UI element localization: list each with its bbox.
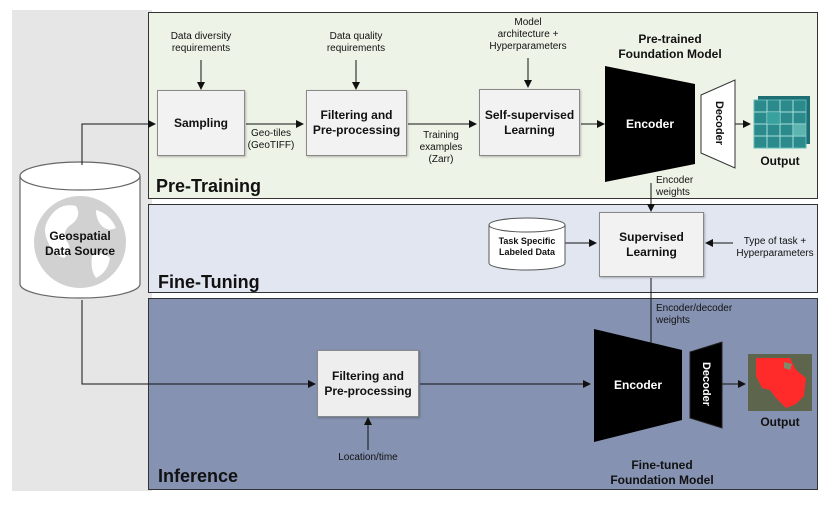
inference-output-image xyxy=(748,354,812,411)
encdec-weights-label: Encoder/decoder weights xyxy=(656,303,733,326)
training-examples-label: Training examples (Zarr) xyxy=(419,130,463,165)
finetuned-decoder-label: Decoder xyxy=(700,361,712,407)
ssl-box: Self-supervised Learning xyxy=(479,89,580,156)
sampling-box: Sampling xyxy=(157,90,245,156)
finetuning-title: Fine-Tuning xyxy=(158,272,260,292)
geospatial-data-source-label: Geospatial Data Source xyxy=(44,229,116,258)
location-time-label: Location/time xyxy=(338,452,398,463)
inference-output-label: Output xyxy=(760,415,800,429)
inference-title: Inference xyxy=(158,466,239,486)
pretrained-decoder-label: Decoder xyxy=(713,100,725,146)
arrow-source-to-inference-filtering xyxy=(81,300,316,388)
model-architecture-label: Model architecture + Hyperparameters xyxy=(489,17,567,52)
finetuned-model-title: Fine-tuned Foundation Model xyxy=(610,458,714,487)
labeled-data-cylinder xyxy=(488,217,566,271)
pretrained-encoder-shape xyxy=(605,66,695,182)
finetuned-encoder-label: Encoder xyxy=(613,378,662,392)
pretrained-model-title: Pre-trained Foundation Model xyxy=(618,32,722,61)
supervised-learning-box: Supervised Learning xyxy=(599,212,704,277)
finetuned-encoder-shape xyxy=(594,329,682,442)
pretrained-decoder-shape xyxy=(700,79,736,169)
data-quality-label: Data quality requirements xyxy=(326,31,386,54)
geo-tiles-label: Geo-tiles (GeoTIFF) xyxy=(247,128,295,151)
task-type-label: Type of task + Hyperparameters xyxy=(736,236,814,259)
globe-icon xyxy=(34,196,126,288)
arrow-source-to-sampling xyxy=(81,120,156,165)
filtering-box: Filtering and Pre-processing xyxy=(306,90,407,156)
inference-filtering-box: Filtering and Pre-processing xyxy=(317,350,419,417)
pretrained-encoder-label: Encoder xyxy=(625,117,674,131)
geospatial-data-source-cylinder xyxy=(19,161,141,299)
pretraining-output-label: Output xyxy=(760,154,800,168)
labeled-data-label: Task Specific Labeled Data xyxy=(498,236,556,257)
finetuned-decoder-shape xyxy=(689,341,723,429)
pretraining-output-image xyxy=(753,96,810,149)
finetuning-panel xyxy=(148,204,818,293)
data-diversity-label: Data diversity requirements xyxy=(170,31,232,54)
pretraining-title: Pre-Training xyxy=(156,176,262,196)
encoder-weights-label: Encoder weights xyxy=(656,175,694,198)
